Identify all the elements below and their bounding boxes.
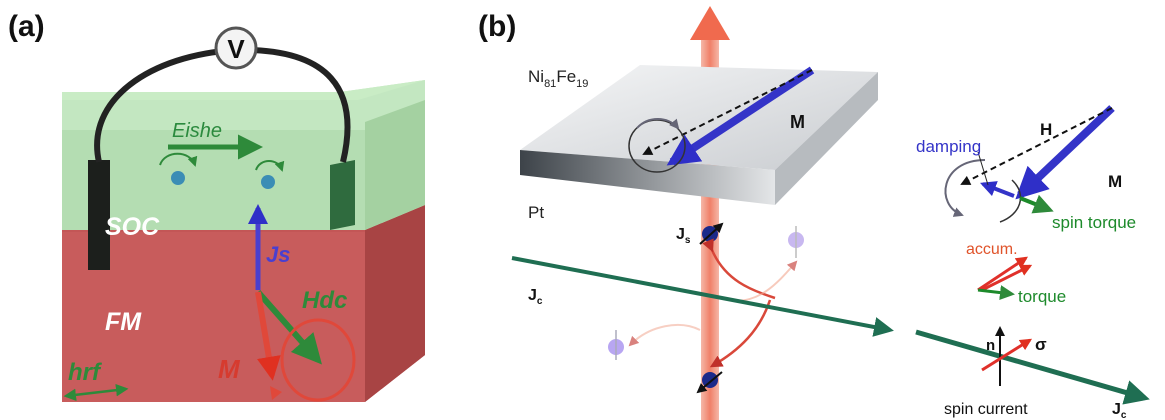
damping-leader — [977, 151, 989, 186]
inset-m-arrow — [1015, 105, 1115, 200]
inset-m-label: M — [1108, 172, 1122, 191]
film-m-arrow — [666, 66, 815, 166]
spin-current-label: spin current — [944, 401, 1028, 418]
deflect-arrow-down — [709, 299, 772, 368]
spin-left — [159, 152, 198, 185]
eishe-label: Eishe — [172, 120, 222, 142]
inset-h-dashed — [960, 107, 1113, 185]
faded-spin-left — [608, 330, 624, 360]
js-b-label: Js — [676, 226, 691, 246]
film-precession-arrow — [636, 118, 680, 130]
panel-b: (b) Ni81Fe19 M Pt Js — [478, 6, 1150, 420]
accum-arrow-2 — [981, 264, 1033, 292]
torque-arrow — [977, 285, 1015, 301]
torque-label: torque — [1018, 287, 1066, 306]
soc-label: SOC — [105, 213, 160, 241]
accum-arrow-1 — [977, 256, 1028, 292]
jc-out-arrow — [915, 329, 1150, 405]
m-arrow — [255, 291, 281, 381]
jc-out-label: Jc — [1112, 401, 1127, 420]
panel-b-label: (b) — [478, 10, 516, 43]
left-electrode — [88, 160, 110, 270]
right-electrode — [330, 160, 355, 230]
spin-torque-arrow — [1019, 194, 1054, 214]
hdc-label: Hdc — [302, 287, 347, 314]
deflect-arrow-faded-left — [628, 324, 701, 347]
h-label: H — [1040, 120, 1052, 139]
fm-layer — [62, 205, 425, 402]
precession-ellipse — [280, 318, 356, 402]
sigma-arrow — [981, 338, 1033, 372]
voltmeter: V — [214, 26, 258, 70]
damping-label: damping — [916, 137, 981, 156]
jc-arrow — [511, 256, 894, 337]
spin-torque-label: spin torque — [1052, 213, 1136, 232]
soc-layer — [62, 80, 425, 230]
precession-head — [270, 386, 282, 400]
fm-label: FM — [105, 308, 142, 336]
film-h-dashed — [642, 69, 813, 155]
panel-a-label: (a) — [8, 10, 45, 43]
jc-label: Jc — [528, 287, 543, 307]
deflect-arrow-up — [702, 238, 776, 300]
film-m-label: M — [790, 112, 805, 132]
accum-label: accum. — [966, 241, 1018, 258]
panel-a: (a) V Eishe — [8, 10, 425, 402]
nife-label: Ni81Fe19 — [528, 67, 588, 90]
voltmeter-label: V — [227, 34, 245, 64]
spin-down-on-beam — [696, 371, 723, 394]
hrf-label: hrf — [68, 359, 102, 386]
js-label: Js — [266, 242, 290, 267]
pt-label: Pt — [528, 203, 544, 222]
inset-precession — [944, 159, 986, 217]
m-label: M — [218, 354, 241, 384]
inset-precession-rear — [999, 179, 1022, 223]
nife-slab — [520, 65, 878, 205]
sigma-label: σ — [1035, 335, 1047, 354]
hdc-arrow — [255, 290, 322, 365]
spin-right — [255, 160, 285, 189]
faded-spin-right — [788, 226, 804, 258]
n-label: n — [986, 337, 995, 354]
beam-arrowhead — [690, 6, 730, 40]
damping-arrow — [980, 181, 1015, 198]
hrf-arrow — [63, 383, 129, 402]
